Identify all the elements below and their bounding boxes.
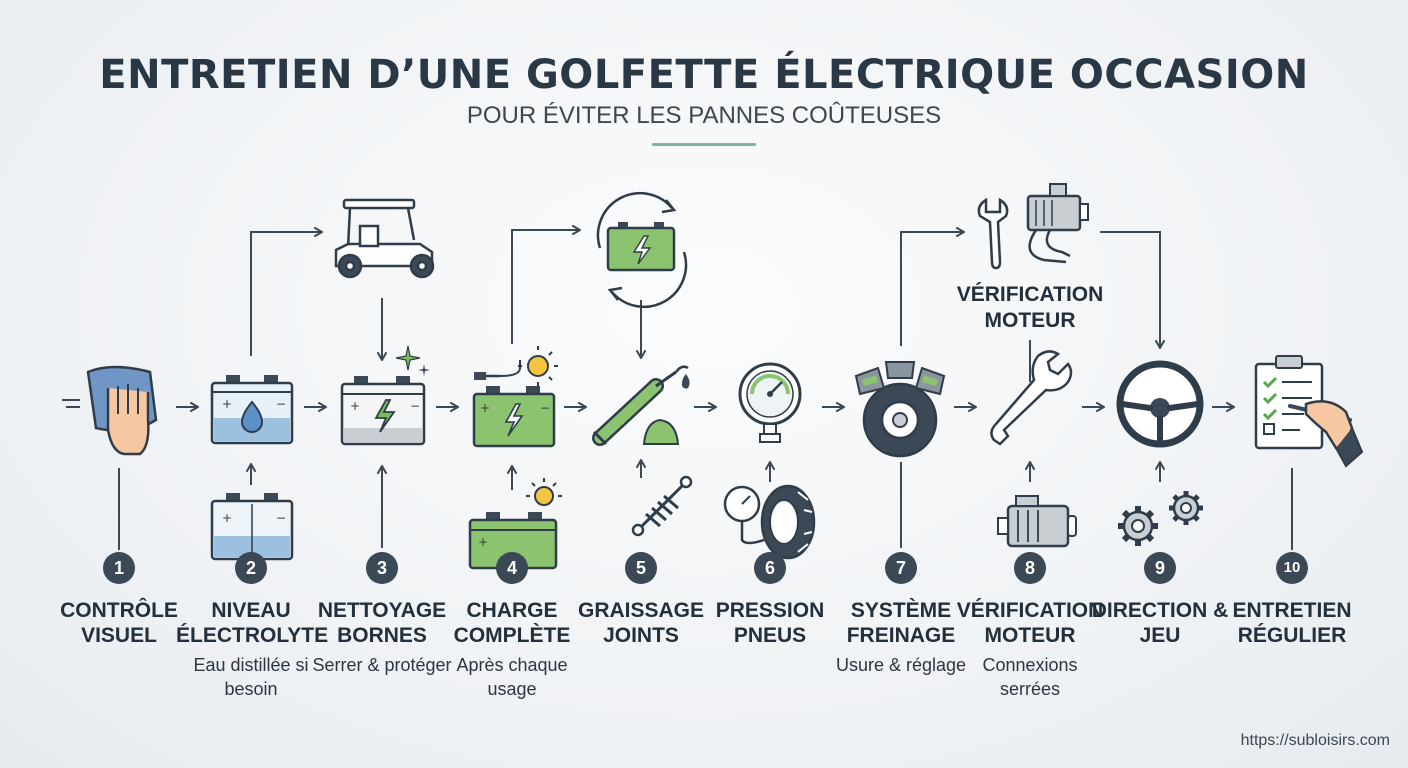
step-note-niveau-electrolyte: Eau distillée si besoin [193,655,309,699]
svg-text:−: − [410,399,420,413]
step-number-badge: 3 [366,552,398,584]
checklist-icon [1254,355,1364,468]
step-number-badge: 8 [1014,552,1046,584]
step-note-verification-moteur: Connexions serrées [982,655,1078,699]
motor-check-top-label: VÉRIFICATION MOTEUR [956,283,1104,332]
step-note-systeme-freinage: Usure & réglage [835,655,967,675]
page-subtitle: POUR ÉVITER LES PANNES COÛTEUSES [466,102,942,129]
step-number-badge: 5 [625,552,657,584]
step-number-badge: 6 [754,552,786,584]
battery-water-drop-icon: + − [210,375,294,445]
golf-cart-icon [334,198,435,279]
svg-text:−: − [276,397,286,411]
pressure-gauge-icon [738,362,802,443]
page-title: ENTRETIEN D’UNE GOLFETTE ÉLECTRIQUE OCCA… [99,52,1309,98]
step-number-badge: 10 [1276,552,1308,584]
vertical-connectors [118,340,1293,550]
wrench-icon [990,350,1073,446]
step-label-nettoyage-bornes: NETTOYAGE BORNES [317,599,447,647]
step-label-pression-pneus: PRESSION PNEUS [715,599,825,647]
step-note-nettoyage-bornes: Serrer & protéger [312,655,452,675]
svg-text:+: + [350,399,360,413]
title-divider [652,143,756,146]
step-number-badge: 2 [235,552,267,584]
step-number-badge: 4 [496,552,528,584]
brake-wheel-icon [854,361,946,458]
svg-text:+: + [478,535,488,549]
svg-text:−: − [540,401,550,415]
svg-text:+: + [222,397,232,411]
battery-cycle-icon [596,191,688,309]
step-label-verification-moteur: VÉRIFICATION MOTEUR [956,599,1104,647]
step-label-charge-complete: CHARGE COMPLÈTE [453,599,571,647]
cleaning-hand-icon [62,365,158,456]
step-label-systeme-freinage: SYSTÈME FREINAGE [846,599,956,647]
top-branch-connectors [250,225,1165,361]
step-label-niveau-electrolyte: NIVEAU ÉLECTROLYTE [176,599,329,647]
step-label-controle-visuel: CONTRÔLE VISUEL [60,599,178,647]
svg-text:−: − [276,511,286,525]
step-label-entretien-regulier: ENTRETIEN RÉGULIER [1232,599,1352,647]
battery-clean-icon: + − [340,345,430,446]
source-url: https://subloisirs.com [1240,732,1390,749]
grease-gun-icon [592,365,690,446]
svg-text:+: + [222,511,232,525]
suspension-spring-icon [631,475,693,537]
step-number-badge: 9 [1144,552,1176,584]
gears-icon [1118,491,1203,546]
step-label-graissage-joints: GRAISSAGE JOINTS [577,599,705,647]
battery-low-level-icon: + − [210,493,294,561]
motor-wrench-top-icon [977,183,1089,270]
step-note-charge-complete: Après chaque usage [456,655,568,699]
electric-motor-icon [997,495,1077,548]
step-number-badge: 7 [885,552,917,584]
solar-battery-icon: + [468,478,562,570]
svg-text:+: + [480,401,490,415]
tire-gauge-icon [723,484,816,560]
step-number-badge: 1 [103,552,135,584]
step-label-direction-jeu: DIRECTION & JEU [1091,599,1229,647]
battery-charging-icon: + − [472,346,558,448]
steering-wheel-icon [1116,360,1204,448]
